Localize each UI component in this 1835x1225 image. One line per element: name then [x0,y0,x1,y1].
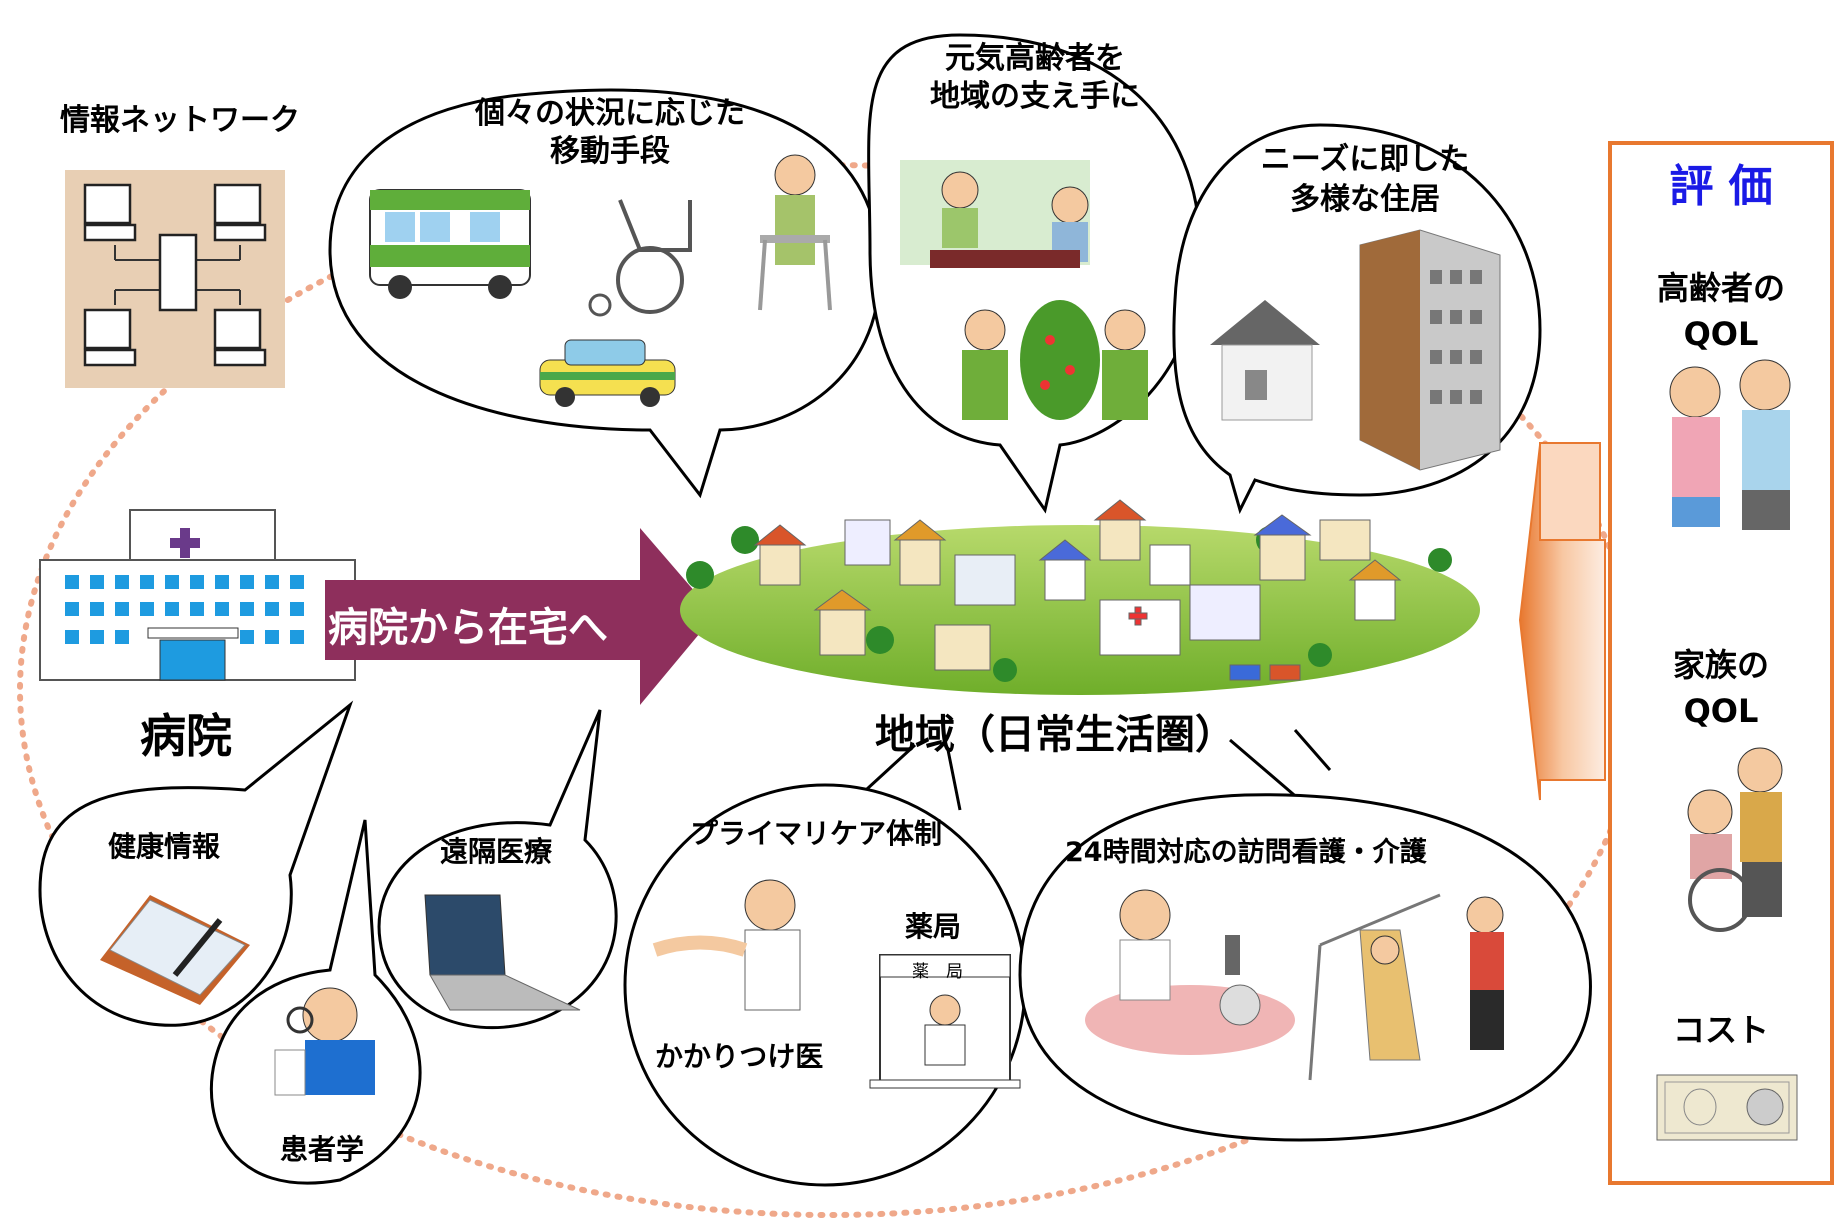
health-info-label: 健康情報 [108,830,221,863]
yen-banknote-illustration [1656,1074,1798,1141]
evaluation-panel [1608,141,1834,1185]
evaluation-title: 評 価 [1669,161,1773,212]
community-illustration [680,499,1480,695]
primary-care-bubble [623,783,1027,1187]
patient-study-bubble [209,819,422,1185]
network-label: 情報ネットワーク [60,103,300,138]
mobility-label-line2: 移動手段 [550,134,670,169]
pharmacy-sign: 薬 局 [912,962,963,982]
active-elderly-line1: 元気高齢者を [945,41,1125,76]
home-care-label: 24時間対応の訪問看護・介護 [1065,837,1427,868]
mobility-label: 個々の状況に応じた 移動手段 [430,95,790,171]
patient-study-label: 患者学 [280,1133,365,1166]
elderly-qol-line1: 高齢者の [1656,269,1785,307]
cost-label: コスト [1672,1011,1769,1049]
telemedicine-bubble [377,709,618,1030]
mobility-bubble [328,88,882,499]
pharmacy-label: 薬局 [905,910,962,943]
health-info-bubble [38,700,354,1027]
gp-label: かかりつけ医 [655,1040,824,1073]
housing-line2: 多様な住居 [1290,182,1440,217]
primary-care-title: プライマリケア体制 [690,817,943,850]
active-elderly-label: 元気高齢者を 地域の支え手に [890,40,1180,116]
family-wheelchair-illustration [1687,747,1783,932]
housing-bubble [1172,123,1542,515]
elderly-couple-illustration [1669,359,1791,530]
telemedicine-label: 遠隔医療 [440,835,553,868]
evaluation-arrow [1518,442,1606,801]
mobility-label-line1: 個々の状況に応じた [475,96,745,131]
community-label: 地域（日常生活圏） [875,712,1235,758]
arrow-label: 病院から在宅へ [328,605,608,651]
elderly-qol-line2: QOL [1683,315,1759,353]
housing-line1: ニーズに即した [1260,142,1470,177]
elderly-qol-label: 高齢者の QOL [1613,265,1829,357]
family-qol-line1: 家族の [1672,646,1769,684]
family-qol-label: 家族の QOL [1613,642,1829,734]
active-elderly-line2: 地域の支え手に [930,79,1140,114]
hospital-illustration [39,509,356,681]
hospital-to-home-arrow [325,528,715,705]
network-illustration [65,170,285,388]
housing-label: ニーズに即した 多様な住居 [1215,140,1515,220]
active-elderly-bubble [867,33,1202,514]
hospital-label: 病院 [140,709,232,763]
family-qol-line2: QOL [1683,692,1759,730]
home-care-bubble [1018,793,1592,1142]
